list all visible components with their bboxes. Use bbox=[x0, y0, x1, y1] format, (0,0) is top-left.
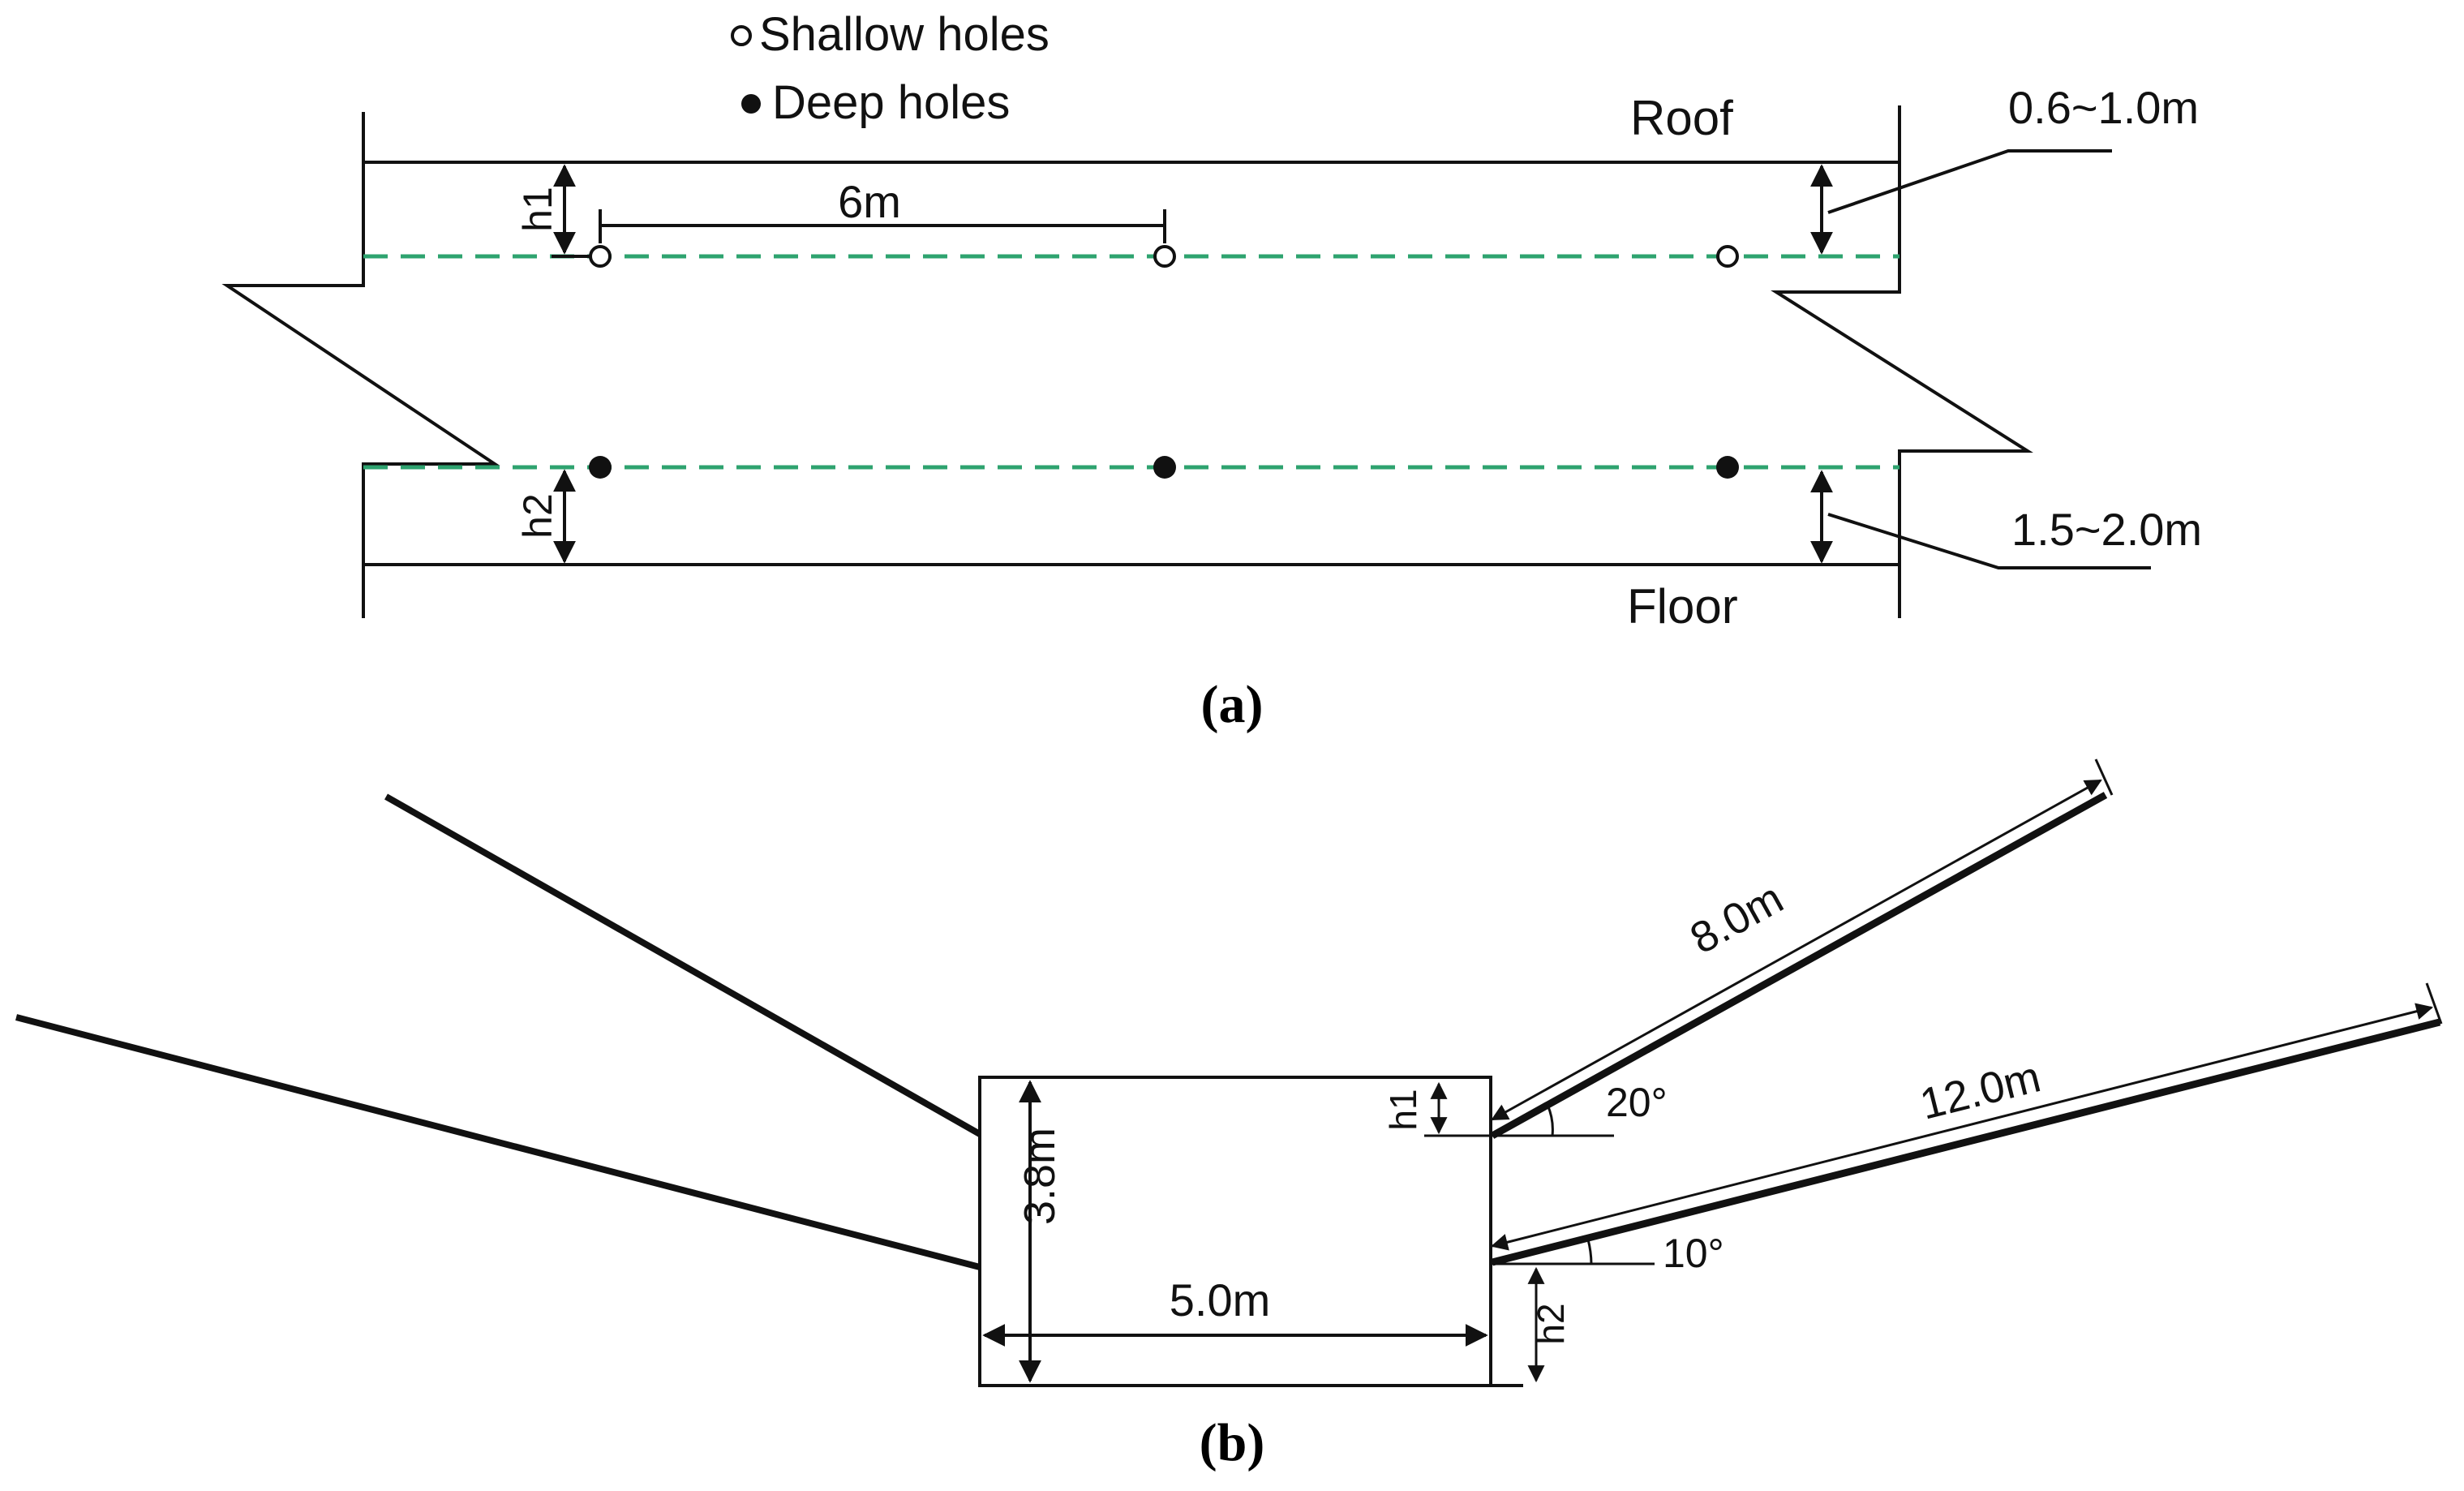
deep-hole-legend-icon bbox=[741, 94, 761, 114]
floor-depth-dimension bbox=[1810, 470, 2151, 569]
roof-depth-label: 0.6~1.0m bbox=[2008, 82, 2199, 133]
width-label: 5.0m bbox=[1170, 1274, 1271, 1326]
deep-hole bbox=[1716, 456, 1739, 479]
h2-label-b: h2 bbox=[1530, 1303, 1572, 1344]
left-upper-hole bbox=[384, 793, 981, 1137]
spacing-label: 6m bbox=[838, 176, 901, 227]
h1-label-b: h1 bbox=[1382, 1089, 1424, 1130]
panel-a: Shallow holes Deep holes 6m bbox=[221, 8, 2202, 734]
h1-label-a: h1 bbox=[515, 187, 560, 232]
h1-dimension-b bbox=[1424, 1081, 1491, 1137]
shallow-hole bbox=[1716, 245, 1739, 268]
lower-angle-arc bbox=[1586, 1239, 1593, 1265]
roadway-outline bbox=[221, 105, 2033, 618]
h2-label-a: h2 bbox=[515, 493, 560, 539]
shallow-hole bbox=[1153, 245, 1176, 268]
upper-angle-label: 20° bbox=[1606, 1080, 1668, 1125]
roof-label: Roof bbox=[1630, 91, 1733, 145]
legend-shallow-label: Shallow holes bbox=[759, 8, 1050, 61]
shallow-hole bbox=[589, 245, 612, 268]
caption-a: (a) bbox=[1201, 675, 1264, 734]
upper-hole-length-label: 8.0m bbox=[1682, 874, 1791, 964]
lower-angle-label: 10° bbox=[1663, 1231, 1724, 1276]
roof-depth-dimension bbox=[1810, 149, 2112, 255]
deep-hole bbox=[1153, 456, 1176, 479]
floor-depth-label: 1.5~2.0m bbox=[2011, 504, 2202, 555]
panel-b: 3.8m 5.0m 8.0m 20° h1 12.0m 1 bbox=[15, 758, 2443, 1472]
legend-deep-label: Deep holes bbox=[772, 76, 1010, 129]
caption-b: (b) bbox=[1200, 1413, 1265, 1472]
floor-label: Floor bbox=[1627, 579, 1738, 634]
h1-dimension bbox=[552, 164, 592, 258]
lower-hole-length-label: 12.0m bbox=[1916, 1052, 2045, 1129]
shallow-hole-legend-icon bbox=[731, 25, 752, 46]
upper-angle-arc bbox=[1546, 1104, 1554, 1137]
lower-right-hole bbox=[1490, 982, 2443, 1266]
legend: Shallow holes Deep holes bbox=[731, 8, 1050, 129]
deep-hole bbox=[589, 456, 612, 479]
height-label: 3.8m bbox=[1015, 1128, 1064, 1225]
spacing-dimension bbox=[599, 209, 1166, 243]
left-lower-hole bbox=[15, 1014, 981, 1270]
